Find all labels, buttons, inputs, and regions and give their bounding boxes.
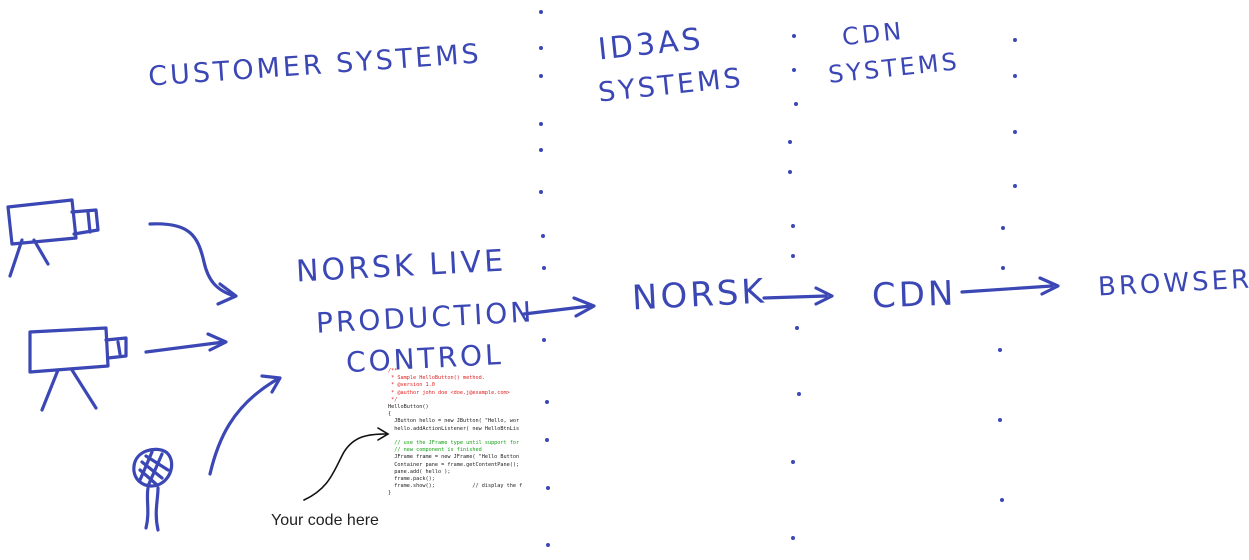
arrow-norsk-to-cdn (762, 286, 834, 306)
code-line: * @version 1.0 (388, 382, 435, 389)
arrow-camera1-to-norsk-live (148, 222, 238, 306)
code-line: frame.show(); // display the f (388, 483, 523, 490)
code-line: */ (388, 396, 398, 403)
code-line: { (388, 411, 392, 418)
code-line: // use the JFrame type until support for (388, 440, 520, 447)
code-line: } (388, 490, 392, 497)
code-line: HelloButton() (388, 404, 429, 411)
code-line: pane.add( hello ); (388, 468, 451, 475)
caption-pointer-arrow (303, 427, 390, 501)
code-line (388, 433, 524, 440)
code-caption: Your code here (271, 512, 379, 529)
code-snippet: /** * Sample HelloButton() method. * @ve… (388, 368, 524, 498)
code-line: JButton hello = new JButton( "Hello, wor (388, 418, 520, 425)
arrow-camera2-to-norsk-live (144, 332, 228, 354)
arrow-norsk-live-to-norsk (522, 296, 596, 318)
microphone-icon (132, 447, 174, 532)
code-line: hello.addActionListener( new HelloBtnLis (388, 425, 520, 432)
camera-icon (6, 198, 100, 278)
arrow-mic-to-norsk-live (208, 374, 282, 476)
separator-customer-id3as (539, 10, 550, 547)
code-line: /** (388, 368, 398, 374)
code-line: Container pane = frame.getContentPane(); (388, 461, 520, 468)
camera-icon (28, 326, 128, 412)
separator-cdn-browsers (998, 38, 1017, 502)
code-line: // new component is finished (388, 447, 482, 454)
code-line: JFrame frame = new JFrame( "Hello Button (388, 454, 520, 461)
separator-id3as-cdn (788, 34, 801, 540)
arrow-cdn-to-browsers (960, 276, 1060, 296)
code-line: * @author john doe <doe.j@example.com> (388, 389, 510, 396)
code-line: * Sample HelloButton() method. (388, 375, 485, 382)
code-line: frame.pack(); (388, 476, 435, 483)
